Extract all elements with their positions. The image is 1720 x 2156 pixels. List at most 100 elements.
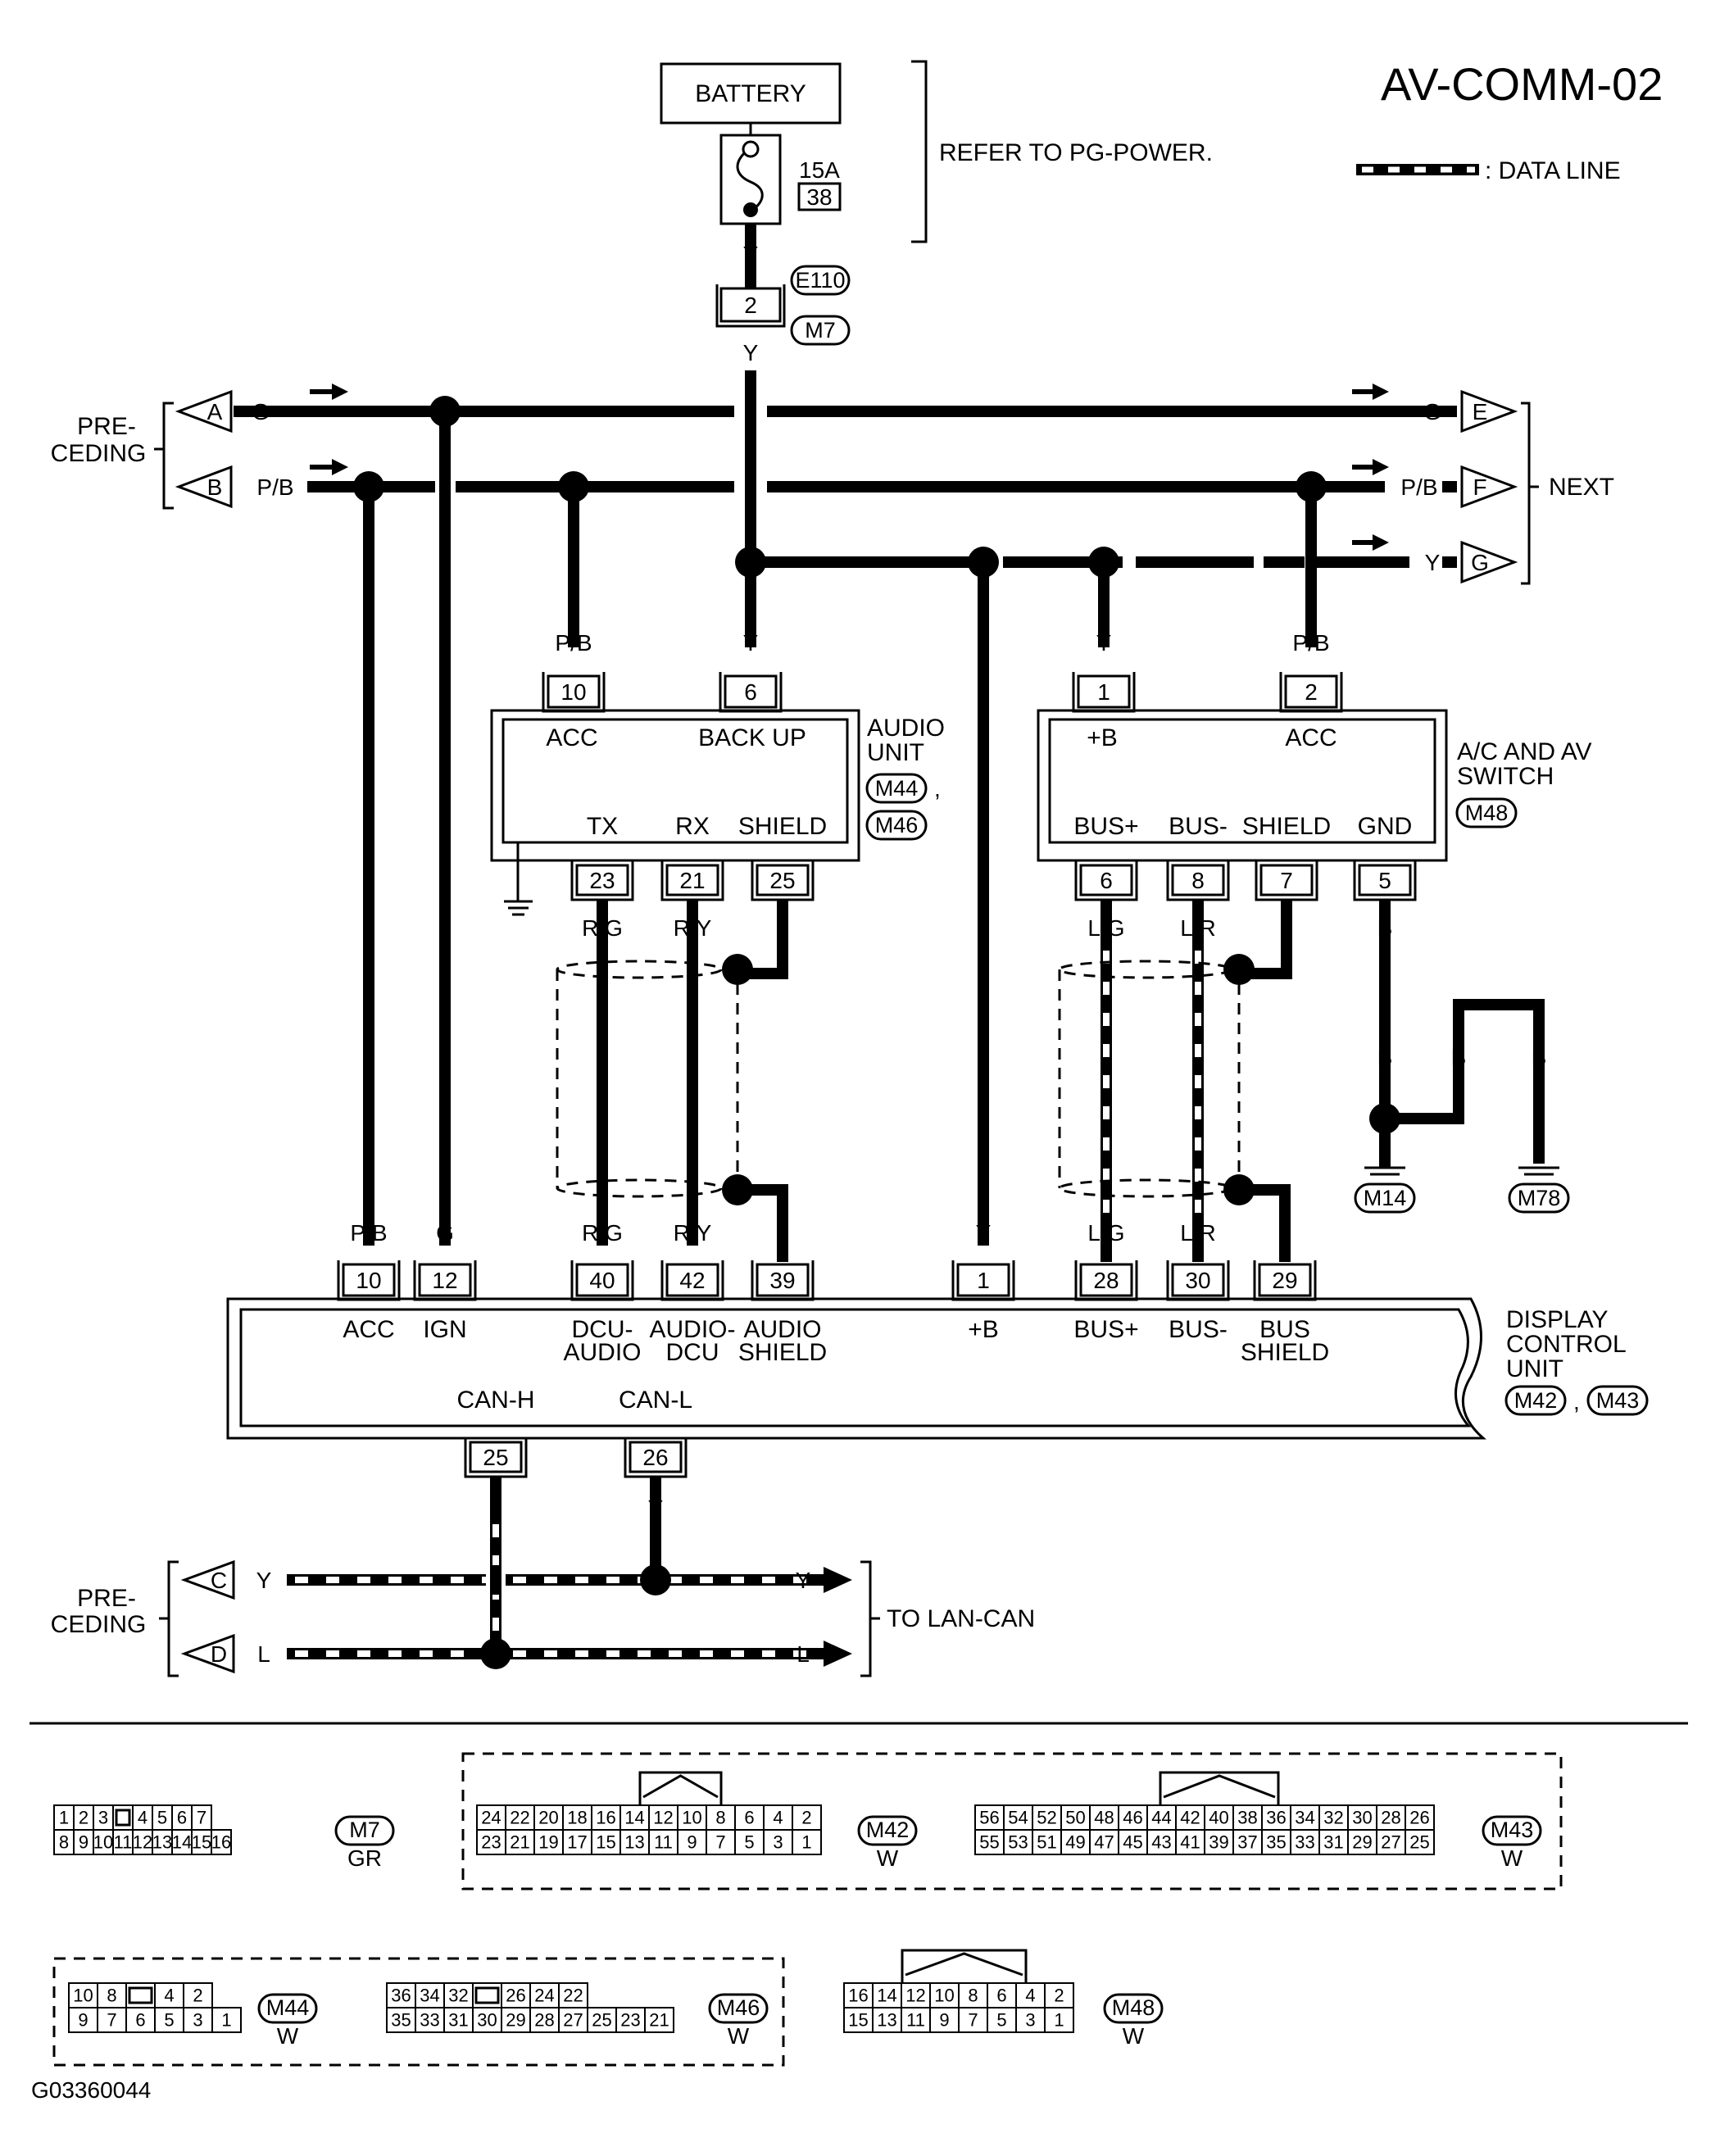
svg-text:TX: TX [587, 813, 618, 840]
wire-color-y-lower: Y [743, 340, 759, 365]
svg-text:BACK UP: BACK UP [698, 724, 806, 751]
pin-label: 6 [996, 1986, 1006, 2006]
pin-label: 13 [624, 1832, 644, 1853]
svg-text:P/B: P/B [256, 474, 293, 500]
pin-label: 29 [1352, 1832, 1372, 1853]
svg-text:DCU: DCU [666, 1339, 719, 1366]
connector-color: GR [347, 1845, 382, 1871]
pin-label: 41 [1180, 1832, 1200, 1853]
pin-label: 23 [620, 2010, 640, 2031]
svg-text:RX: RX [675, 813, 710, 840]
svg-text:L: L [796, 1641, 810, 1667]
svg-text:R/G: R/G [582, 1220, 623, 1246]
pin-label: 53 [1008, 1832, 1028, 1853]
next-g: Y G [1425, 540, 1518, 584]
pin-label: 31 [448, 2010, 468, 2031]
dcu-pins-bottom: 25 26 [464, 1438, 688, 1478]
pin-label: 40 [1209, 1808, 1228, 1828]
svg-text:UNIT: UNIT [1506, 1355, 1563, 1382]
pin-label: 24 [534, 1986, 554, 2006]
dcu-name: DISPLAY [1506, 1306, 1609, 1333]
pin-label: 33 [420, 2010, 439, 2031]
svg-text:BUS+: BUS+ [1073, 1316, 1138, 1343]
svg-text:L/R: L/R [1180, 1220, 1216, 1246]
connector-color: W [1501, 1845, 1523, 1871]
ground-m78: M78 [1508, 1166, 1570, 1214]
pin-label: 9 [687, 1832, 697, 1853]
svg-text:B: B [207, 474, 223, 500]
pin-label: 25 [1409, 1832, 1429, 1853]
pin-label: 10 [682, 1808, 701, 1828]
pin-label: 35 [391, 2010, 411, 2031]
pin-label: 5 [164, 2010, 174, 2031]
svg-text:8: 8 [1191, 868, 1205, 893]
svg-text:Y: Y [1425, 550, 1441, 575]
pin-label: 7 [197, 1808, 206, 1828]
conn-m42-label: M42 [1514, 1388, 1558, 1413]
connector-color: W [277, 2023, 299, 2049]
pin-label: 27 [563, 2010, 583, 2031]
pin-label: 3 [193, 2010, 202, 2031]
svg-text:10: 10 [356, 1268, 381, 1293]
svg-text:25: 25 [483, 1445, 508, 1470]
pin-label: 11 [654, 1832, 673, 1853]
pin-label: 34 [1295, 1808, 1314, 1828]
svg-text:BUS-: BUS- [1169, 1316, 1228, 1343]
pin-label: 45 [1123, 1832, 1142, 1853]
svg-text:B: B [1377, 915, 1393, 941]
pin-label: 18 [567, 1808, 587, 1828]
svg-text:G: G [252, 399, 270, 424]
svg-text:Y: Y [256, 1568, 272, 1593]
pin-label: 51 [1037, 1832, 1056, 1853]
pin-label: 14 [172, 1832, 192, 1853]
pin-label: 13 [877, 2010, 896, 2031]
conn-m48-label: M48 [1465, 801, 1509, 825]
pin-label: 37 [1237, 1832, 1257, 1853]
audio-unit-pins-bottom: 23 21 25 [570, 860, 815, 901]
pin-label: 56 [979, 1808, 999, 1828]
svg-text:CONTROL: CONTROL [1506, 1331, 1627, 1358]
svg-text:ACC: ACC [1285, 724, 1337, 751]
svg-text:SHIELD: SHIELD [738, 1339, 827, 1366]
pin-label: 30 [1352, 1808, 1372, 1828]
pin-label: 15 [596, 1832, 615, 1853]
pin-label: 12 [133, 1832, 152, 1853]
svg-text:2: 2 [1305, 679, 1318, 705]
pin-label: 2 [79, 1808, 88, 1828]
pin-label: 11 [906, 2010, 925, 2031]
battery-label: BATTERY [695, 80, 806, 107]
svg-text:B: B [1451, 1045, 1467, 1070]
pin-label: 16 [848, 1986, 868, 2006]
svg-text:Y: Y [796, 1568, 811, 1593]
svg-text:PRE-: PRE- [77, 1585, 136, 1612]
pin-label: 10 [73, 1986, 93, 2006]
svg-text:C: C [211, 1568, 227, 1593]
pin-label: 21 [649, 2010, 669, 2031]
pin-label: 33 [1295, 1832, 1314, 1853]
svg-text:M14: M14 [1364, 1186, 1407, 1210]
svg-text:Y: Y [1096, 630, 1112, 656]
pin-label: 27 [1381, 1832, 1400, 1853]
pin-label: 44 [1151, 1808, 1171, 1828]
pin-label: 9 [78, 2010, 88, 2031]
svg-text:25: 25 [769, 868, 795, 893]
svg-text:Y: Y [976, 1220, 992, 1246]
preceding-c: C Y [180, 1559, 272, 1600]
pin-label: 28 [534, 2010, 554, 2031]
pin-label: 50 [1065, 1808, 1085, 1828]
svg-text:Y: Y [648, 1496, 664, 1521]
svg-text:R/Y: R/Y [674, 915, 712, 941]
svg-text:G: G [1423, 399, 1441, 424]
conn-m43-label: M43 [1596, 1388, 1640, 1413]
svg-text:P/B: P/B [350, 1220, 387, 1246]
refer-bracket [911, 60, 928, 243]
pin-label: 8 [715, 1808, 725, 1828]
pin-label: 38 [1237, 1808, 1257, 1828]
next-e: G E [1423, 389, 1518, 433]
pin-label: 13 [152, 1832, 172, 1853]
svg-text:42: 42 [679, 1268, 705, 1293]
pin-label: 5 [996, 2010, 1006, 2031]
pin-label: 46 [1123, 1808, 1142, 1828]
pin-label: 8 [968, 1986, 978, 2006]
